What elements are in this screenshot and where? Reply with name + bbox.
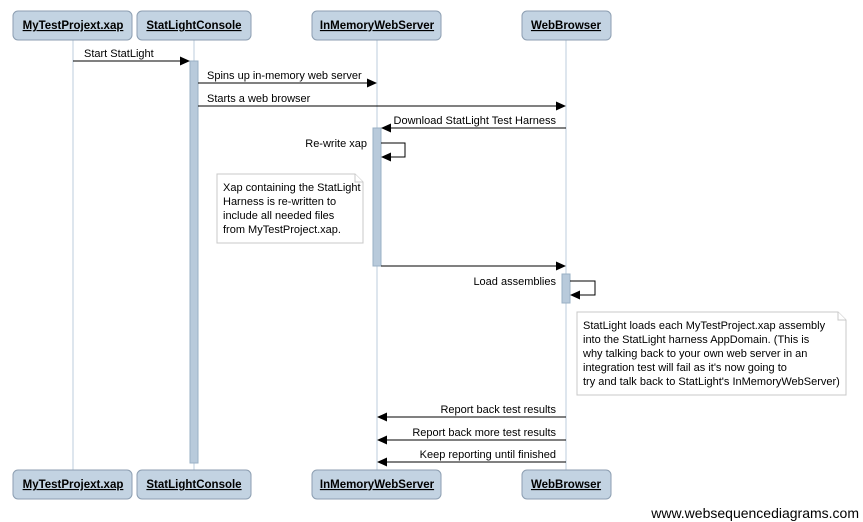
message-return-to-browser (381, 261, 566, 271)
message-report-results: Report back test results (377, 404, 566, 422)
arrowhead-icon (180, 56, 190, 66)
message-label: Keep reporting until finished (420, 449, 556, 461)
note-load-assemblies: StatLight loads each MyTestProject.xap a… (576, 311, 847, 396)
arrowhead-icon (556, 101, 566, 111)
actor-label: StatLightConsole (146, 20, 241, 32)
actor-label: StatLightConsole (146, 479, 241, 491)
note-line: include all needed files (223, 210, 335, 222)
message-label: Start StatLight (84, 48, 154, 60)
note-line: into the StatLight harness AppDomain. (T… (583, 334, 810, 346)
arrowhead-icon (556, 261, 566, 271)
message-label: Report back more test results (412, 427, 556, 439)
message-label: Load assemblies (473, 276, 556, 288)
actor-label: MyTestProjext.xap (23, 20, 124, 32)
note-line: from MyTestProject.xap. (223, 224, 341, 236)
note-line: try and talk back to StatLight's InMemor… (583, 376, 840, 388)
message-label: Report back test results (440, 404, 556, 416)
message-report-more-results: Report back more test results (377, 427, 566, 445)
watermark-link[interactable]: www.websequencediagrams.com (650, 505, 859, 521)
arrowhead-icon (381, 123, 391, 133)
actor-bottom-webbrowser: WebBrowser (521, 469, 612, 500)
arrowhead-icon (381, 152, 391, 162)
message-label: Re-write xap (305, 138, 367, 150)
actor-label: MyTestProjext.xap (23, 479, 124, 491)
message-starts-web-browser: Starts a web browser (198, 93, 566, 111)
arrowhead-icon (570, 290, 580, 300)
actor-top-statlightconsole: StatLightConsole (136, 10, 252, 41)
note-rewrite-xap: Xap containing the StatLight Harness is … (216, 173, 364, 244)
activation-webbrowser (561, 273, 571, 304)
actor-top-mytestprojext: MyTestProjext.xap (12, 10, 133, 41)
note-line: why talking back to your own web server … (582, 348, 807, 360)
activation-inmemorywebserver (372, 127, 382, 267)
message-label: Starts a web browser (207, 93, 311, 105)
actor-bottom-inmemorywebserver: InMemoryWebServer (311, 469, 442, 500)
message-spins-up-server: Spins up in-memory web server (198, 70, 377, 88)
actor-label: InMemoryWebServer (320, 20, 435, 32)
note-line: Xap containing the StatLight (223, 182, 361, 194)
note-line: integration test will fail as it's now g… (583, 362, 787, 374)
actor-label: WebBrowser (531, 479, 602, 491)
arrowhead-icon (377, 412, 387, 422)
arrowhead-icon (377, 457, 387, 467)
arrowhead-icon (367, 78, 377, 88)
message-rewrite-xap: Re-write xap (305, 138, 406, 162)
message-load-assemblies: Load assemblies (473, 276, 596, 300)
actor-top-inmemorywebserver: InMemoryWebServer (311, 10, 442, 41)
actor-bottom-statlightconsole: StatLightConsole (136, 469, 252, 500)
message-label: Spins up in-memory web server (207, 70, 362, 82)
message-keep-reporting: Keep reporting until finished (377, 449, 566, 467)
actor-top-webbrowser: WebBrowser (521, 10, 612, 41)
message-download-harness: Download StatLight Test Harness (381, 115, 566, 133)
note-line: Harness is re-written to (223, 196, 336, 208)
activation-statlightconsole (189, 60, 199, 464)
actor-bottom-mytestprojext: MyTestProjext.xap (12, 469, 133, 500)
note-line: StatLight loads each MyTestProject.xap a… (583, 320, 826, 332)
actor-label: WebBrowser (531, 20, 602, 32)
arrowhead-icon (377, 435, 387, 445)
message-start-statlight: Start StatLight (73, 48, 190, 66)
message-label: Download StatLight Test Harness (394, 115, 557, 127)
actor-label: InMemoryWebServer (320, 479, 435, 491)
